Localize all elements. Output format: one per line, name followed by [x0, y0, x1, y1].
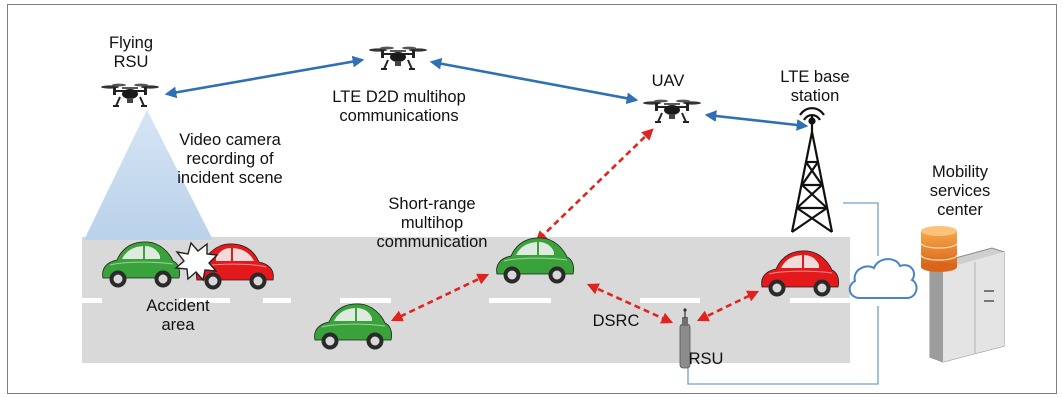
- video-camera-label-line1: Video camera: [179, 131, 281, 149]
- accident-area-label: Accident area: [138, 297, 218, 335]
- short-range-label-line3: communication: [376, 233, 488, 251]
- camera-view-cone: [84, 110, 213, 240]
- lte-d2d-label-line2: communications: [339, 107, 459, 125]
- video-camera-label-line3: incident scene: [177, 169, 283, 187]
- lte-base-station-label: LTE base station: [770, 68, 860, 106]
- mobility-services-label: Mobility services center: [920, 163, 1000, 220]
- mobility-services-label-line2: services: [929, 182, 991, 200]
- flying-rsu-drone-icon: [100, 82, 160, 107]
- lte-d2d-label-line1: LTE D2D multihop: [332, 88, 466, 106]
- lte-links: [164, 55, 809, 131]
- diagram-frame: [7, 4, 1057, 394]
- short-range-label-line1: Short-range: [388, 195, 476, 213]
- accident-area-label-line2: area: [161, 316, 195, 334]
- rsu-label-line1: RSU: [688, 350, 724, 368]
- collision-burst-icon: [174, 241, 219, 282]
- dsrc-label: DSRC: [586, 312, 646, 331]
- dsrc-label-line1: DSRC: [592, 312, 640, 330]
- database-icon: [920, 226, 958, 272]
- short-range-label-line2: multihop: [400, 214, 464, 232]
- accident-area-label-line1: Accident: [146, 297, 210, 315]
- flying-rsu-label-line2: RSU: [113, 53, 149, 71]
- flying-rsu-label: Flying RSU: [106, 34, 156, 72]
- lte-d2d-label: LTE D2D multihop communications: [324, 88, 474, 126]
- server-icon: [929, 247, 1005, 363]
- uav-label-line1: UAV: [651, 72, 685, 90]
- flying-rsu-label-line1: Flying: [108, 34, 153, 52]
- mobility-services-label-line3: center: [937, 201, 983, 219]
- lte-base-station-label-line2: station: [790, 87, 840, 105]
- backhaul-wires: [687, 202, 879, 385]
- d2d-relay-drone-icon: [368, 45, 428, 70]
- lte-base-station-label-line1: LTE base: [780, 68, 850, 86]
- mobility-services-label-line1: Mobility: [932, 163, 988, 181]
- uav-drone-icon: [642, 98, 702, 123]
- video-camera-label-line2: recording of: [186, 150, 274, 168]
- lte-tower-icon: [790, 107, 834, 233]
- rsu-label: RSU: [686, 350, 726, 369]
- uav-label: UAV: [638, 72, 698, 91]
- rsu-pole-icon: [679, 308, 691, 369]
- cloud-icon: [848, 258, 918, 299]
- short-range-label: Short-range multihop communication: [367, 195, 497, 252]
- dsrc-links: [390, 128, 760, 324]
- video-camera-label: Video camera recording of incident scene: [170, 131, 290, 188]
